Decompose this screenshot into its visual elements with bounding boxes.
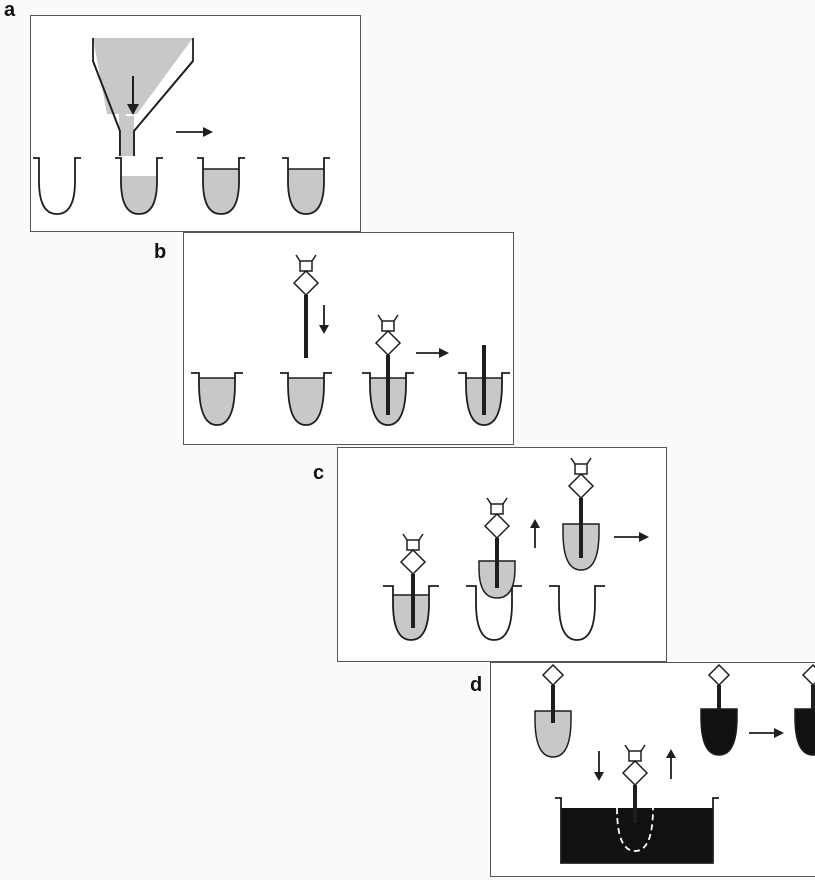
well-filled-icon (280, 372, 332, 426)
well-filled-icon (197, 157, 245, 215)
panel-b (183, 232, 514, 445)
panel-c-label: c (313, 462, 325, 484)
panel-d-drawing (534, 663, 815, 864)
holder-icon (478, 497, 516, 599)
right-arrow-icon (176, 127, 213, 137)
well-empty-icon (33, 157, 81, 215)
down-arrow-icon (319, 305, 329, 334)
holder-icon (374, 314, 402, 415)
holder-icon (534, 663, 572, 758)
up-arrow-icon (530, 519, 540, 548)
panel-c (337, 447, 667, 662)
well-empty-icon (549, 585, 605, 641)
panel-a (30, 15, 361, 232)
holder-icon (399, 533, 427, 628)
holder-icon (794, 663, 815, 756)
well-filling-icon (115, 157, 163, 215)
well-filled-icon (282, 157, 330, 215)
panel-b-drawing (191, 254, 510, 426)
panel-a-drawing (33, 38, 330, 215)
right-arrow-icon (749, 728, 784, 738)
panel-b-label: b (154, 241, 167, 263)
down-arrow-icon (594, 751, 604, 781)
panel-a-label: a (4, 0, 16, 21)
holder-icon (700, 663, 738, 756)
funnel-icon (92, 38, 194, 156)
holder-icon (621, 744, 649, 823)
holder-icon (292, 254, 320, 358)
panel-d (490, 662, 815, 877)
up-arrow-icon (666, 749, 676, 779)
right-arrow-icon (614, 532, 649, 542)
right-arrow-icon (416, 348, 449, 358)
panel-d-label: d (470, 674, 483, 696)
panel-c-drawing (383, 457, 649, 641)
well-filled-icon (191, 372, 243, 426)
holder-icon (562, 457, 600, 571)
well-empty-icon (466, 585, 522, 641)
down-arrow-icon (127, 76, 139, 115)
